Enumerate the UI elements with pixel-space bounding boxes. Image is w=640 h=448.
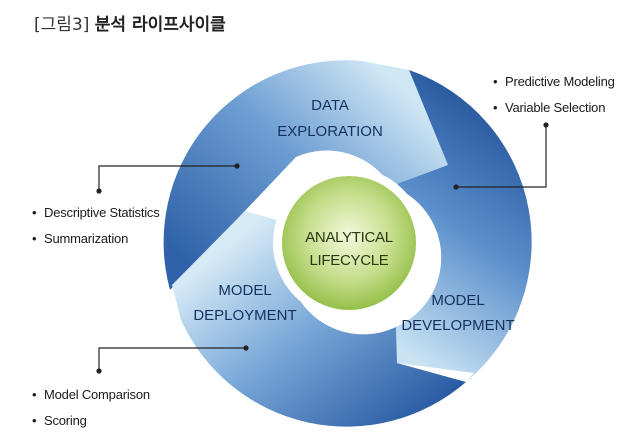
connector-dot-deployment-start xyxy=(243,345,248,350)
center-label-line2: LIFECYCLE xyxy=(310,252,389,269)
bullet-list-modeling: •Predictive Modeling •Variable Selection xyxy=(493,72,615,124)
connector-dot-statistics-end xyxy=(96,188,101,193)
phase-label-deployment-1: MODEL xyxy=(218,282,271,299)
bullet-dot: • xyxy=(32,229,44,249)
phase-label-development-1: MODEL xyxy=(431,292,484,309)
bullet-dot: • xyxy=(32,411,44,431)
list-item: •Scoring xyxy=(32,411,150,437)
list-item: •Predictive Modeling xyxy=(493,72,615,98)
phase-label-exploration-2: EXPLORATION xyxy=(277,123,383,140)
center-label-line1: ANALYTICAL xyxy=(305,229,393,246)
bullet-list-statistics: •Descriptive Statistics •Summarization xyxy=(32,203,160,255)
phase-label-development-2: DEVELOPMENT xyxy=(401,317,514,334)
list-item: •Model Comparison xyxy=(32,385,150,411)
list-item: •Descriptive Statistics xyxy=(32,203,160,229)
connector-dot-statistics-start xyxy=(234,163,239,168)
list-item: •Variable Selection xyxy=(493,98,615,124)
bullet-dot: • xyxy=(493,72,505,92)
connector-dot-modeling-start xyxy=(453,184,458,189)
phase-label-deployment-2: DEPLOYMENT xyxy=(193,307,296,324)
connector-dot-deployment-end xyxy=(96,368,101,373)
bullet-dot: • xyxy=(32,385,44,405)
list-item: •Summarization xyxy=(32,229,160,255)
bullet-list-deployment: •Model Comparison •Scoring xyxy=(32,385,150,437)
bullet-dot: • xyxy=(32,203,44,223)
phase-label-exploration-1: DATA xyxy=(311,97,349,114)
bullet-dot: • xyxy=(493,98,505,118)
